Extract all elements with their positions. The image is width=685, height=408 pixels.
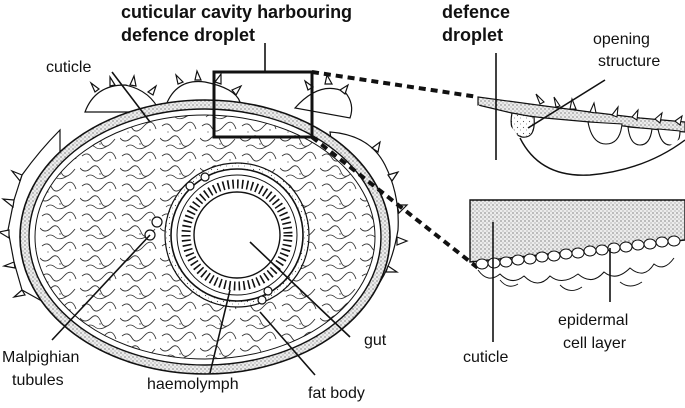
leader-lines bbox=[51, 43, 611, 376]
fat-body-label: fat body bbox=[308, 385, 365, 402]
opening-structure-leader bbox=[527, 79, 606, 129]
epidermal-label-line-2: cell layer bbox=[563, 335, 627, 352]
cuticle-label-top: cuticle bbox=[46, 59, 91, 76]
title-line-1: cuticular cavity harbouring bbox=[121, 2, 352, 22]
haemolymph-label: haemolymph bbox=[147, 376, 239, 393]
epidermal-label-line-1: epidermal bbox=[558, 312, 628, 329]
gut bbox=[164, 162, 310, 308]
upper-spines bbox=[535, 93, 683, 126]
cuticular-pockets bbox=[587, 121, 681, 146]
malpighian-label-line-2: tubules bbox=[12, 372, 64, 389]
cuticle-top-leader bbox=[111, 71, 151, 123]
malpighian-label-line-1: Malpighian bbox=[2, 349, 79, 366]
gut-label: gut bbox=[364, 332, 387, 349]
defence-label-line-1: defence bbox=[442, 2, 510, 22]
labels: cuticular cavity harbouring defence drop… bbox=[2, 2, 660, 402]
fat-body-leader bbox=[259, 311, 316, 376]
opening-label-line-2: structure bbox=[598, 53, 660, 70]
enlarged-detail bbox=[469, 93, 685, 291]
droplet-boundary bbox=[519, 137, 685, 176]
opening-label-line-1: opening bbox=[593, 31, 650, 48]
subepidermal-tissue bbox=[477, 257, 675, 284]
cross-section bbox=[0, 69, 409, 375]
malpighian-leader bbox=[51, 234, 151, 341]
haemolymph-leader bbox=[209, 289, 231, 374]
detail-box bbox=[212, 70, 314, 139]
thick-cuticle bbox=[469, 199, 685, 263]
connector-lines bbox=[310, 70, 480, 270]
defence-label-line-2: droplet bbox=[442, 25, 503, 45]
gut-leader bbox=[249, 241, 351, 338]
epidermal-cells bbox=[475, 235, 681, 270]
cuticle-label-bottom: cuticle bbox=[463, 349, 508, 366]
title-line-2: defence droplet bbox=[121, 25, 255, 45]
